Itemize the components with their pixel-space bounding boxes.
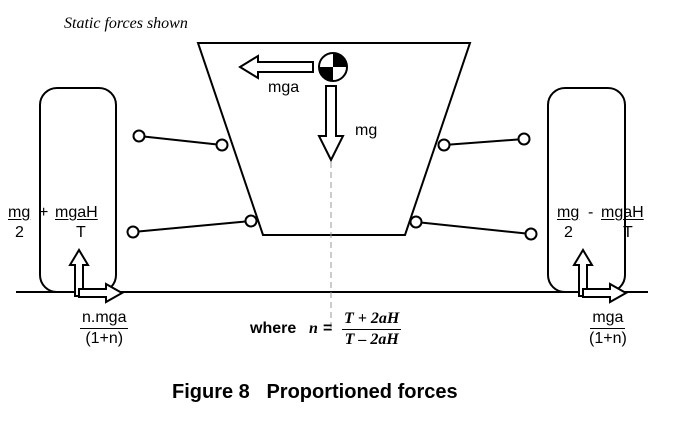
left-lower-arm [126, 214, 258, 239]
equation-denominator: T – 2aH [344, 331, 399, 348]
right-upper-arm [437, 132, 531, 152]
figure-caption: Figure 8 Proportioned forces [172, 381, 458, 403]
right-term2-denominator: T [623, 224, 633, 241]
left-term2-denominator: T [76, 224, 86, 241]
right-term1-denominator: 2 [564, 224, 573, 241]
mg-label: mg [355, 122, 378, 139]
left-term2-numerator: mgaH [55, 204, 98, 221]
right-lateral-numerator: mga [590, 309, 626, 329]
gravity-force-arrow [317, 85, 345, 163]
left-lateral-force: n.mga (1+n) [80, 309, 129, 348]
right-operator: - [588, 204, 594, 221]
vehicle-body [196, 42, 472, 236]
left-lateral-denominator: (1+n) [85, 330, 124, 347]
right-lateral-denominator: (1+n) [589, 330, 627, 347]
right-lower-arm [409, 215, 538, 241]
left-term1-numerator: mg [8, 204, 31, 221]
left-lateral-numerator: n.mga [80, 309, 129, 329]
equation-fraction: T + 2aH T – 2aH [342, 310, 402, 349]
right-term2-numerator: mgaH [601, 204, 644, 221]
center-of-gravity-icon [318, 52, 348, 82]
equation-variable: n [309, 320, 318, 337]
left-operator: + [39, 204, 49, 221]
inertial-force-arrow [238, 54, 314, 80]
right-term1-numerator: mg [557, 204, 580, 221]
equation-equals: = [323, 320, 333, 337]
left-upper-arm [132, 129, 229, 152]
left-lateral-reaction-arrow [78, 282, 125, 304]
right-lateral-reaction-arrow [582, 282, 629, 304]
mga-label: mga [268, 79, 300, 96]
static-forces-caption: Static forces shown [64, 15, 188, 32]
equation-numerator: T + 2aH [342, 310, 402, 330]
right-lateral-force: mga (1+n) [589, 309, 627, 348]
equation-prefix: where [250, 320, 297, 337]
left-term1-denominator: 2 [15, 224, 24, 241]
